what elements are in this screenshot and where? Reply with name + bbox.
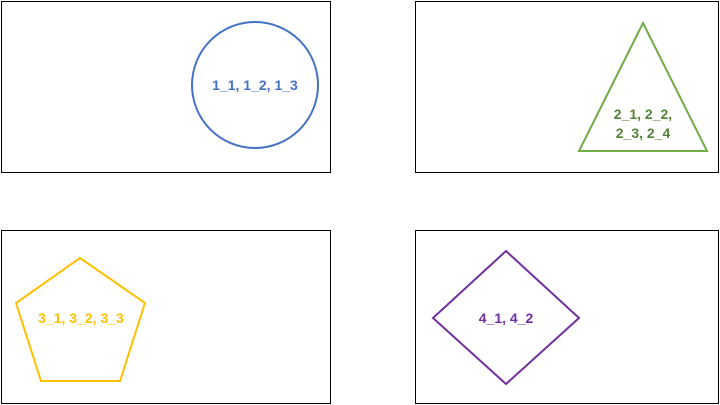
circle-label: 1_1, 1_2, 1_3 (212, 77, 298, 93)
triangle-label-line-2: 2_3, 2_4 (616, 125, 671, 141)
diamond-shape (431, 249, 581, 386)
circle-shape (191, 21, 319, 149)
triangle-label-line-1: 2_1, 2_2, (614, 106, 672, 122)
pentagon-label: 3_1, 3_2, 3_3 (38, 310, 124, 326)
diamond-label: 4_1, 4_2 (479, 310, 534, 326)
panel-triangle (415, 1, 719, 173)
pentagon-shape (14, 256, 147, 382)
triangle-shape (577, 20, 709, 152)
panel-pentagon (1, 230, 331, 404)
panel-diamond (415, 230, 719, 404)
